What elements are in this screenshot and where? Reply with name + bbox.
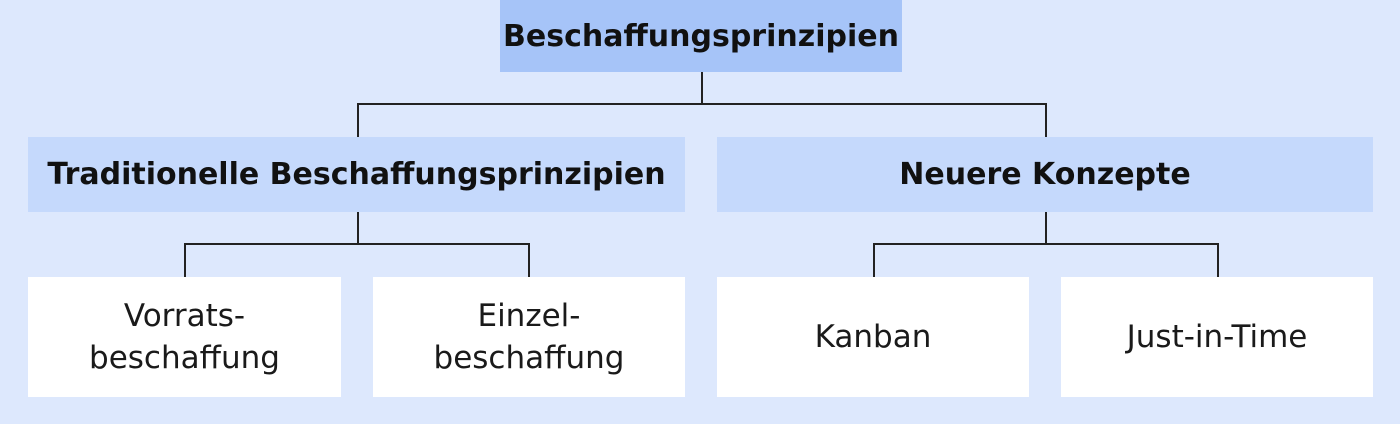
leaf-line-2: beschaffung bbox=[89, 340, 280, 376]
connector-to-leaf-1 bbox=[184, 243, 186, 277]
leaf-line-1: Vorrats- bbox=[123, 298, 246, 334]
connector-branch-1-down bbox=[357, 212, 359, 244]
connector-branch-1-horizontal bbox=[184, 243, 529, 245]
leaf-node-einzelbeschaffung: Einzel- beschaffung bbox=[373, 277, 685, 397]
leaf-node-einzelbeschaffung-text: Einzel- beschaffung bbox=[434, 295, 625, 379]
leaf-line-2: beschaffung bbox=[433, 340, 625, 376]
leaf-node-vorratsbeschaffung: Vorrats- beschaffung bbox=[28, 277, 341, 397]
leaf-node-vorratsbeschaffung-text: Vorrats- beschaffung bbox=[89, 295, 280, 379]
branch-node-traditional: Traditionelle Beschaffungsprinzipien bbox=[28, 137, 685, 212]
root-node: Beschaffungsprinzipien bbox=[500, 0, 902, 72]
leaf-node-just-in-time: Just-in-Time bbox=[1061, 277, 1373, 397]
leaf-node-just-in-time-text: Just-in-Time bbox=[1126, 319, 1308, 355]
connector-to-leaf-2 bbox=[528, 243, 530, 277]
connector-to-branch-1 bbox=[357, 103, 359, 137]
connector-root-down bbox=[701, 72, 703, 104]
connector-to-branch-2 bbox=[1045, 103, 1047, 137]
branch-node-traditional-label: Traditionelle Beschaffungsprinzipien bbox=[47, 157, 666, 192]
connector-to-leaf-4 bbox=[1217, 243, 1219, 277]
root-node-label: Beschaffungsprinzipien bbox=[503, 18, 899, 54]
branch-node-new-concepts-label: Neuere Konzepte bbox=[899, 157, 1191, 192]
connector-branch-2-horizontal bbox=[873, 243, 1219, 245]
branch-node-new-concepts: Neuere Konzepte bbox=[717, 137, 1373, 212]
connector-to-leaf-3 bbox=[873, 243, 875, 277]
connector-branch-2-down bbox=[1045, 212, 1047, 244]
leaf-node-kanban: Kanban bbox=[717, 277, 1029, 397]
connector-root-horizontal bbox=[357, 103, 1047, 105]
leaf-line-1: Einzel- bbox=[477, 298, 581, 334]
leaf-node-kanban-text: Kanban bbox=[814, 319, 932, 355]
